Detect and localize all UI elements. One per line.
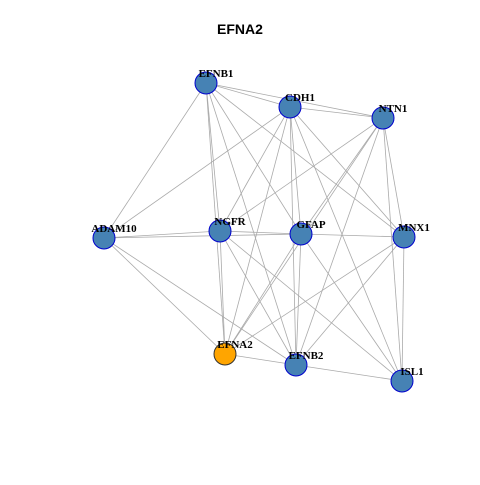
edge-mnx1-efnb2 [295, 236, 405, 366]
node-label-ngfr: NGFR [214, 216, 246, 228]
edge-efnb1-efna2 [205, 82, 226, 355]
node-cdh1[interactable] [278, 95, 302, 119]
node-gfap[interactable] [289, 222, 313, 246]
edge-efnb1-cdh1 [205, 82, 291, 108]
edge-efnb1-efnb2 [205, 82, 297, 366]
edge-adam10-efna2 [103, 237, 226, 355]
edge-gfap-efnb2 [295, 233, 302, 366]
edge-cdh1-gfap [289, 106, 302, 235]
node-label-adam10: ADAM10 [91, 223, 137, 235]
edge-cdh1-isl1 [289, 106, 403, 382]
node-label-ntn1: NTN1 [379, 103, 408, 115]
edge-ngfr-isl1 [219, 230, 403, 382]
node-adam10[interactable] [92, 226, 116, 250]
edge-efnb2-isl1 [295, 364, 403, 382]
node-ntn1[interactable] [371, 106, 395, 130]
edge-mnx1-isl1 [401, 236, 405, 382]
node-isl1[interactable] [390, 369, 414, 393]
edge-cdh1-ntn1 [289, 106, 384, 119]
edge-adam10-ngfr [103, 230, 221, 239]
edge-cdh1-efna2 [224, 106, 291, 355]
node-mnx1[interactable] [392, 225, 416, 249]
node-efna2[interactable] [213, 342, 237, 366]
edge-gfap-isl1 [300, 233, 403, 382]
edge-ngfr-efna2 [219, 230, 226, 355]
node-label-isl1: ISL1 [400, 366, 423, 378]
edge-layer [103, 82, 405, 382]
edge-gfap-mnx1 [300, 233, 405, 238]
edge-ngfr-gfap [219, 230, 302, 235]
node-efnb2[interactable] [284, 353, 308, 377]
edge-efnb1-gfap [205, 82, 302, 235]
edge-ntn1-mnx1 [382, 117, 405, 238]
edge-ntn1-efnb2 [295, 117, 384, 366]
node-label-efnb1: EFNB1 [199, 68, 234, 80]
graph-title: EFNA2 [217, 21, 263, 37]
edge-ntn1-ngfr [219, 117, 384, 232]
node-label-efna2: EFNA2 [217, 339, 253, 351]
node-label-gfap: GFAP [296, 219, 325, 231]
edge-ntn1-gfap [300, 117, 384, 235]
edge-mnx1-efna2 [224, 236, 405, 355]
node-label-cdh1: CDH1 [285, 92, 315, 104]
edge-ngfr-efnb2 [219, 230, 297, 366]
edge-adam10-efnb2 [103, 237, 297, 366]
node-label-mnx1: MNX1 [398, 222, 430, 234]
node-layer [92, 71, 416, 393]
edge-efnb1-mnx1 [205, 82, 405, 238]
node-ngfr[interactable] [208, 219, 232, 243]
edge-gfap-efna2 [224, 233, 302, 355]
edge-cdh1-ngfr [219, 106, 291, 232]
edge-adam10-gfap [103, 233, 302, 239]
node-efnb1[interactable] [194, 71, 218, 95]
edge-efnb1-adam10 [103, 82, 207, 239]
edge-efnb1-ngfr [205, 82, 221, 232]
edge-efna2-efnb2 [224, 353, 297, 366]
node-label-efnb2: EFNB2 [289, 350, 324, 362]
edge-cdh1-adam10 [103, 106, 291, 239]
edge-ntn1-isl1 [382, 117, 403, 382]
